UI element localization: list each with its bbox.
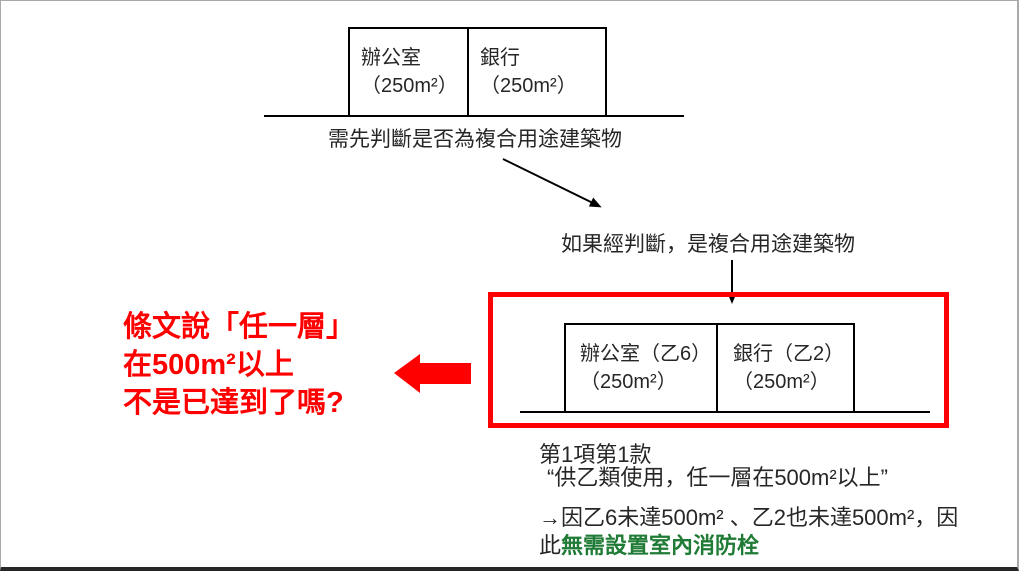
- conclusion-highlight: 無需設置室內消防栓: [561, 533, 760, 558]
- diagonal-arrow-icon: [502, 158, 602, 208]
- judgment-label: 如果經判斷，是複合用途建築物: [561, 233, 855, 256]
- clause-label: 第1項第1款: [539, 442, 652, 467]
- conclusion-line1: →因乙6未達500m² 、乙2也未達500m²，因: [539, 505, 959, 530]
- room-name: 銀行（乙2）: [733, 343, 845, 365]
- room-area: （250m²）: [733, 371, 830, 393]
- top-caption: 需先判斷是否為複合用途建築物: [328, 128, 622, 151]
- question-line: 條文說「任一層」: [123, 311, 356, 343]
- room-name: 銀行: [480, 47, 520, 69]
- room-area: （250m²）: [361, 75, 458, 97]
- conclusion-line2-prefix: 此: [539, 533, 562, 558]
- room-name: 辦公室: [361, 47, 421, 69]
- top-building: 辦公室 （250m²） 銀行 （250m²）: [348, 27, 607, 117]
- room-bank: 銀行 （250m²）: [467, 27, 607, 117]
- room-area: （250m²）: [580, 371, 677, 393]
- red-left-arrow-icon: [394, 354, 471, 393]
- room-name: 辦公室（乙6）: [580, 343, 712, 365]
- regulation-quote: “供乙類使用，任一層在500m²以上”: [547, 465, 889, 490]
- highlight-frame: 辦公室（乙6） （250m²） 銀行（乙2） （250m²）: [488, 292, 949, 428]
- room-office: 辦公室 （250m²）: [348, 27, 469, 117]
- conclusion-text: →因乙6未達500m² 、乙2也未達500m²，因 此無需設置室內消防栓: [539, 504, 958, 560]
- room-bank-class-b2: 銀行（乙2） （250m²）: [716, 323, 855, 413]
- room-area: （250m²）: [480, 75, 577, 97]
- question-line: 在500m²以上: [123, 349, 294, 381]
- question-text: 條文說「任一層」 在500m²以上 不是已達到了嗎?: [123, 308, 355, 422]
- question-line: 不是已達到了嗎?: [123, 387, 344, 419]
- room-office-class-b6: 辦公室（乙6） （250m²）: [564, 323, 718, 413]
- classified-building: 辦公室（乙6） （250m²） 銀行（乙2） （250m²）: [564, 323, 855, 413]
